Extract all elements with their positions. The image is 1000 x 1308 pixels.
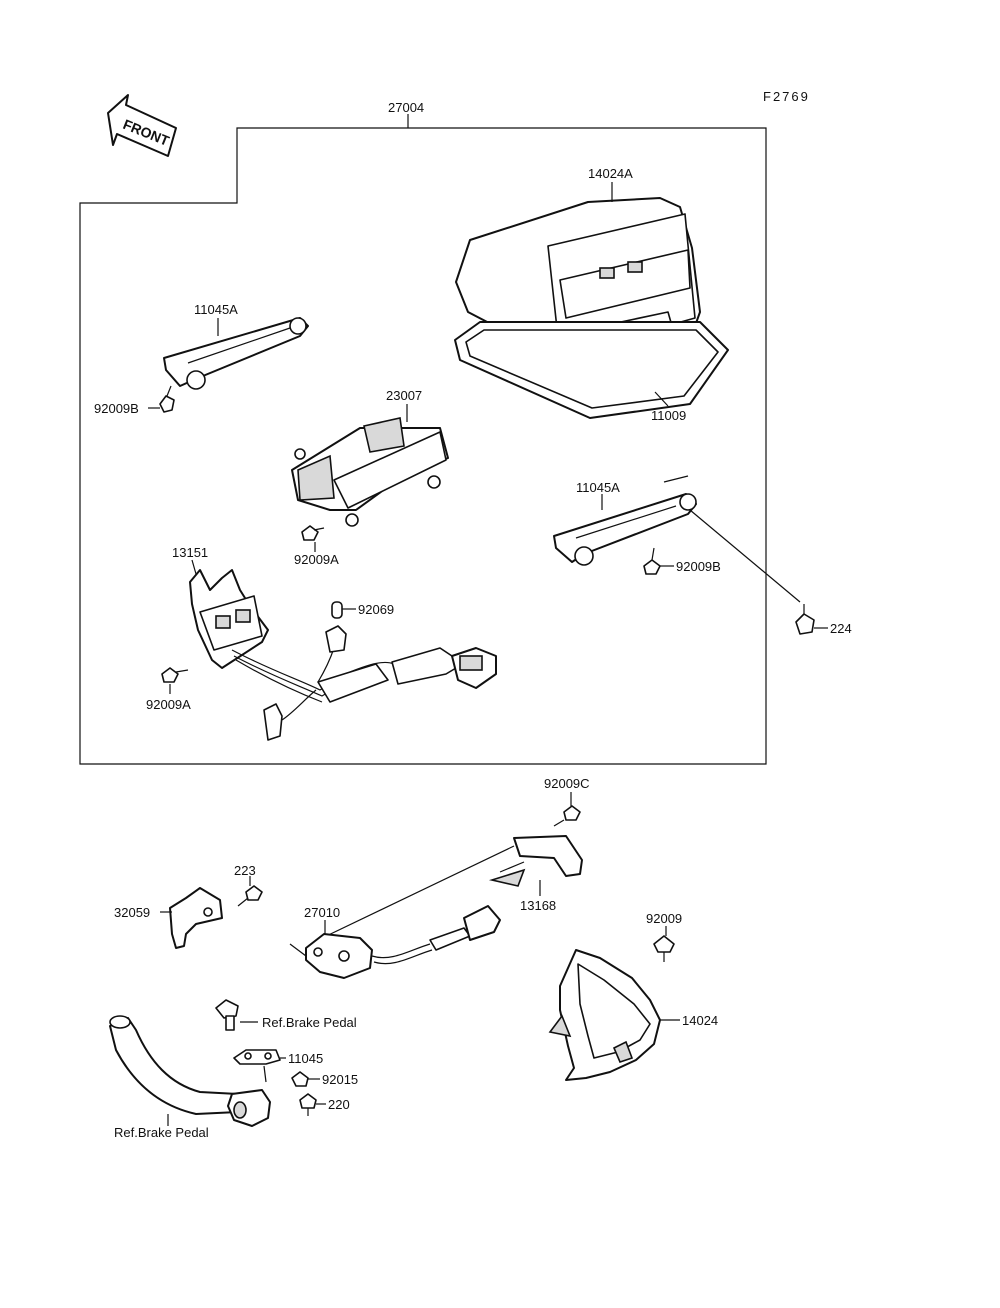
label-kit: 27004 [388,100,424,115]
label-plate-11045: 11045 [288,1051,323,1066]
label-bolt-c: 92009C [544,776,590,791]
right-bracket-part [553,475,697,566]
label-bracket-left: 11045A [194,302,238,317]
bolt-icon [161,667,189,683]
label-nut-92015: 92015 [322,1072,358,1087]
label-bracket-32059: 32059 [114,905,150,920]
bolt-icon [215,999,239,1031]
label-sensor: 27010 [304,905,340,920]
small-plate-part [233,1049,281,1065]
holder-part [291,417,449,527]
label-bulb: 92069 [358,602,394,617]
screw-icon [237,885,263,907]
label-bracket-right: 11045A [576,480,620,495]
label-bolt-switch-a: 92009A [146,697,191,712]
label-bolt-92009: 92009 [646,911,682,926]
bolt-icon [653,935,675,962]
front-arrow-icon: FRONT [107,94,177,157]
label-screw-224: 224 [830,621,852,636]
label-cover-lower: 14024 [682,1013,718,1028]
label-ref-brake-pedal-1: Ref.Brake Pedal [262,1015,357,1030]
label-gasket: 11009 [651,408,686,423]
label-plate: 13168 [520,898,556,913]
label-bolt-left-b: 92009B [94,401,139,416]
label-bolt-holder-a: 92009A [294,552,339,567]
label-switch: 13151 [172,545,208,560]
label-screw-223: 223 [234,863,256,878]
bolt-icon [643,547,661,575]
small-bracket-part [169,887,223,949]
bolt-icon [301,525,325,541]
label-cover-top: 14024A [588,166,633,181]
label-ref-brake-pedal-2: Ref.Brake Pedal [114,1125,209,1140]
screw-icon [299,1093,317,1116]
label-holder: 23007 [386,388,422,403]
screw-icon [795,604,815,635]
bolt-icon [159,385,175,413]
bolt-icon [553,805,581,827]
nut-icon [291,1071,309,1087]
brake-pedal-part [109,1015,271,1127]
label-screw-220: 220 [328,1097,350,1112]
sensor-part [289,905,501,979]
kit-outline [79,127,767,765]
bulb-icon [331,601,343,619]
switch-part [189,569,497,741]
figure-code: F2769 [763,89,810,104]
lower-cover-part [548,949,661,1081]
label-bolt-right-b: 92009B [676,559,721,574]
plate-part [317,835,583,941]
left-bracket-part [163,317,309,390]
